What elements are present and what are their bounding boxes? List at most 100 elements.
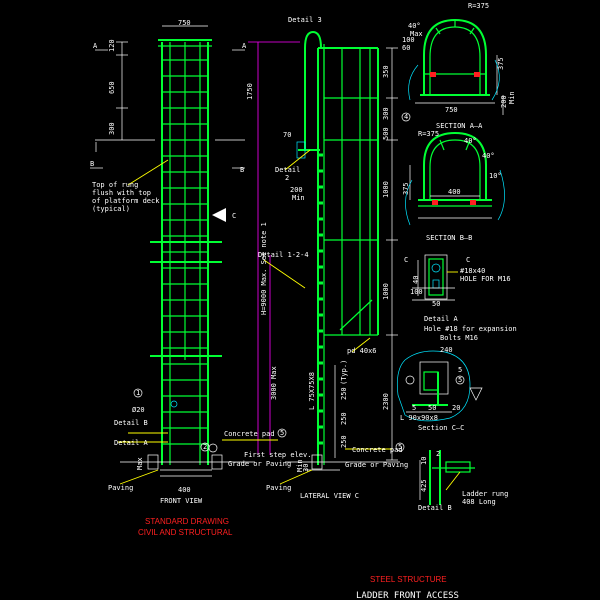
lateral-rung [319, 409, 323, 413]
lat-dim-500: 500 [382, 127, 390, 140]
section-c-c [396, 350, 483, 422]
lat-dim-300: 300 [382, 107, 390, 120]
lateral-rung [319, 313, 323, 317]
da-hole-line-2: HOLE FOR M16 [460, 275, 511, 283]
front-dim-3000: 3000 Max [270, 366, 278, 400]
lat-min: Min [292, 194, 305, 202]
lat-circle-5: 5 [398, 443, 402, 451]
scc-dim-20: 20 [452, 404, 460, 412]
front-concrete-pad: Concrete pad [224, 430, 275, 438]
lateral-rung [319, 217, 323, 221]
da-dim-50: 50 [432, 300, 440, 308]
da-dim-40: 40 [412, 276, 420, 284]
circle-1-text: 1 [136, 389, 140, 397]
section-mark-a-right: A [242, 42, 247, 50]
db-dim-10: 10 [420, 457, 428, 465]
db-rung-line-2: 408 Long [462, 498, 496, 506]
sbb-r375: R=375 [418, 130, 439, 138]
scc-dim-50: 50 [428, 404, 436, 412]
front-max: Max [136, 457, 144, 470]
saa-min: Min [508, 91, 516, 104]
detail-2-line-1: Detail [275, 166, 300, 174]
rung-note-line-4: (typical) [92, 205, 130, 213]
lat-dim-250b: 250 [340, 412, 348, 425]
rung-note-line-1: Top of rung [92, 181, 138, 189]
front-ladder-rungs [162, 59, 208, 445]
lat-dim-2300: 2300 [382, 393, 390, 410]
front-dim-300: 300 [108, 122, 116, 135]
front-dim-120: 120 [108, 39, 116, 52]
lateral-rung [319, 201, 323, 205]
da-c-left: C [404, 256, 408, 264]
rung-note-line-2: flush with top [92, 189, 151, 197]
lateral-rung [319, 233, 323, 237]
saa-max: Max [410, 30, 423, 38]
scc-angle: L 90x90x8 [400, 414, 438, 422]
lat-dim-min: Min [296, 459, 304, 472]
circle-2-text: 2 [203, 443, 207, 451]
lateral-rung [319, 393, 323, 397]
da-note-line-1: Hole #18 for expansion [424, 325, 517, 333]
lat-concrete-pad: Concrete pad [352, 446, 403, 454]
lateral-rung [319, 249, 323, 253]
detail-a-label: Detail A [114, 439, 149, 447]
saa-40deg: 40° [408, 22, 421, 30]
detail-a [412, 254, 458, 301]
detail-2-label: Detail 2 [275, 166, 305, 182]
front-paving: Paving [108, 484, 133, 492]
detail-2-line-2: 2 [285, 174, 289, 182]
section-mark-c: C [232, 212, 236, 220]
lateral-rung [319, 297, 323, 301]
lateral-rung [319, 281, 323, 285]
lat-typ: (Typ.) [340, 360, 348, 385]
phi20-label: Ø20 [132, 406, 145, 414]
lat-dim-70: 70 [283, 131, 291, 139]
h-note: H=9000 Max. See note 1 [260, 222, 268, 315]
section-mark-b-left: B [90, 160, 94, 168]
section-mark-a-left: A [93, 42, 98, 50]
lateral-rung [319, 441, 323, 445]
section-aa-label: SECTION A–A [436, 122, 483, 130]
lateral-rung [319, 345, 323, 349]
sbb-40deg-b: 40° [482, 152, 495, 160]
db-ladder-rung: Ladder rung 408 Long [462, 490, 513, 506]
db-rung-line-1: Ladder rung [462, 490, 508, 498]
lateral-rung [319, 153, 323, 157]
saa-dim-200: 200 [500, 95, 508, 108]
detail-124-label: Detail 1-2-4 [258, 251, 309, 259]
lateral-rung [319, 425, 323, 429]
steel-structure-title: STEEL STRUCTURE [370, 575, 447, 584]
lateral-rung [319, 329, 323, 333]
da-hole-line-1: #18x40 [460, 267, 485, 275]
lateral-view [208, 30, 405, 485]
lat-dim-250a: 250 [340, 387, 348, 400]
lateral-ladder-rungs [319, 153, 323, 445]
lat-dim-200: 200 [290, 186, 303, 194]
da-note: Hole #18 for expansion Bolts M16 [424, 325, 521, 342]
saa-circle-4: 4 [404, 113, 408, 121]
section-a-a [401, 18, 504, 122]
lateral-rung [319, 265, 323, 269]
da-c-right: C [466, 256, 470, 264]
detail-3-label: Detail 3 [288, 16, 322, 24]
civil-structural-title: CIVIL AND STRUCTURAL [138, 528, 233, 537]
scc-dim-240: 240 [440, 346, 453, 354]
lateral-rung [319, 377, 323, 381]
lateral-rung [319, 185, 323, 189]
sbb-40deg-a: 40° [464, 137, 477, 145]
lateral-view-label: LATERAL VIEW C [300, 492, 359, 500]
sbb-10deg: 10° [489, 172, 502, 180]
saa-dim-375: 375 [497, 57, 505, 70]
db-dim-425: 425 [420, 479, 428, 492]
front-dim-width: 750 [178, 19, 191, 27]
section-b-b [405, 131, 505, 226]
saa-dim-60: 60 [402, 44, 410, 52]
sbb-dim-375: 375 [402, 182, 410, 195]
ladder-front-access-title: LADDER FRONT ACCESS [356, 591, 459, 600]
scc-dim-5: 5 [458, 366, 462, 374]
lat-grade: Grade or Paving [345, 461, 408, 469]
saa-r375: R=375 [468, 2, 489, 10]
